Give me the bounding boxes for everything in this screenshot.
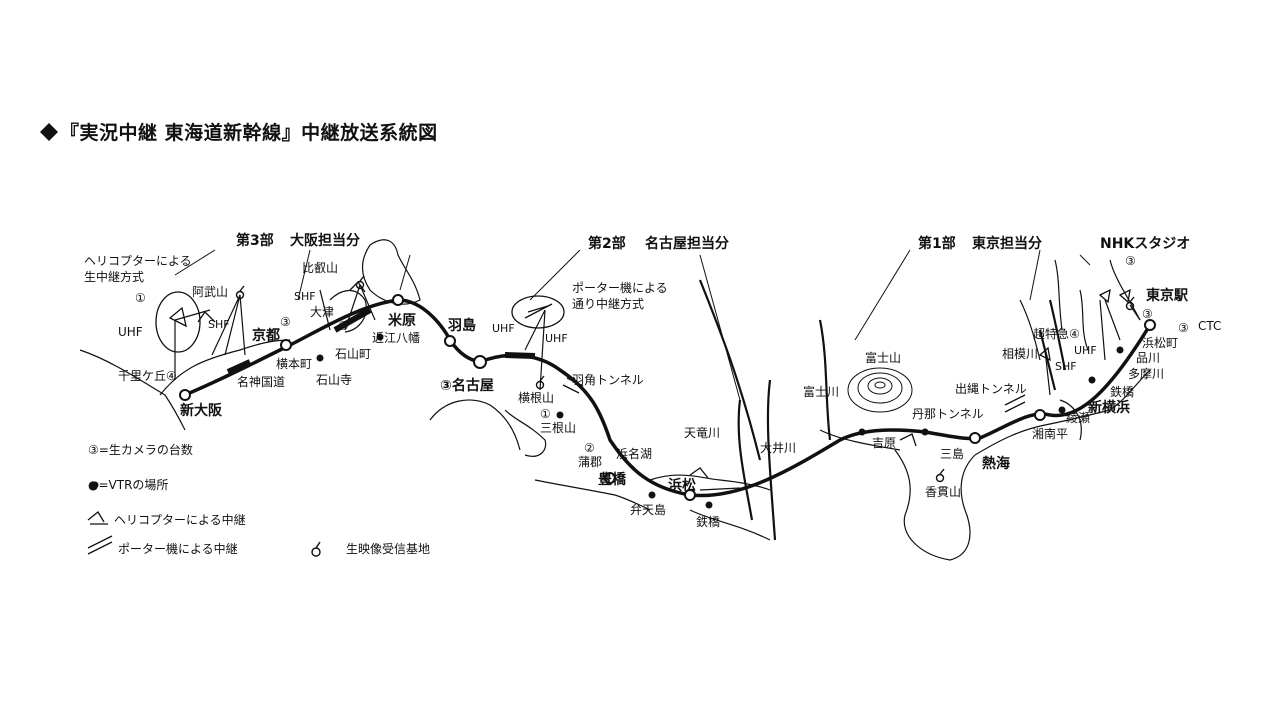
section-part3: 第3部 (236, 232, 274, 249)
place-tekkyo-1: 鉄橋 (696, 514, 720, 529)
place-otsu: 大津 (310, 305, 334, 319)
signal-uhf-4: UHF (1074, 344, 1097, 357)
helicopter-icon (87, 511, 108, 525)
place-ayase: 綾瀬 (1066, 410, 1090, 425)
signal-shf-1: SHF (208, 318, 230, 331)
note-porter-2: 通り中継方式 (572, 296, 644, 311)
signal-uhf-1: UHF (118, 325, 143, 339)
place-sanne: 三根山 (540, 421, 576, 435)
station-toyohashi: 豊橋 (598, 471, 627, 488)
title-text: 『実況中継 東海道新幹線』中継放送系統図 (60, 122, 438, 144)
place-hieizan: 比叡山 (302, 260, 338, 275)
signal-shf-2: SHF (294, 290, 316, 303)
station-shin-yokohama: 新横浜 (1088, 399, 1130, 416)
station-hashima: 羽島 (448, 317, 476, 334)
vtr-dots (91, 333, 1124, 509)
signal-shf-3: SHF (1055, 360, 1077, 373)
note-porter-1: ポーター機による (572, 280, 668, 295)
place-yokomoto: 横本町 (276, 357, 312, 371)
section-osaka: 大阪担当分 (290, 232, 360, 249)
place-meishin: 名神国道 (237, 374, 285, 389)
nhk-camera-count: ③ (1125, 254, 1136, 268)
place-tekkyo-2: 鉄橋 (1110, 384, 1134, 399)
place-hamamatsucho: 浜松町 (1142, 336, 1178, 350)
legend-heli: ヘリコプターによる中継 (114, 512, 246, 527)
legend-camera: ③=生カメラの台数 (88, 442, 193, 457)
place-mishima: 三島 (940, 446, 964, 461)
place-sagami: 相模川 (1002, 347, 1038, 361)
place-ishiyama-cho: 石山町 (335, 347, 371, 361)
signal-uhf-2: UHF (492, 322, 515, 335)
note-heli-live-1: ヘリコプターによる (84, 254, 192, 268)
place-ishiyama-dera: 石山寺 (316, 373, 352, 387)
place-abuzan: 阿武山 (192, 285, 228, 299)
section-part2: 第2部 (588, 235, 626, 252)
vtr-segments (226, 307, 536, 375)
place-fuji-river: 富士川 (803, 384, 839, 399)
place-kamagori: 蒲郡 (578, 455, 602, 469)
place-mt-fuji: 富士山 (865, 350, 901, 365)
station-markers (179, 294, 1156, 501)
section-nagoya: 名古屋担当分 (645, 235, 729, 252)
place-yoshiwara: 吉原 (872, 436, 896, 450)
receive-base-icon (311, 541, 321, 557)
count-kyoto: ③ (280, 315, 291, 329)
station-maibara: 米原 (388, 312, 416, 329)
station-atami: 熱海 (982, 455, 1010, 472)
place-omi-hachiman: 近江八幡 (372, 330, 420, 345)
mt-fuji-contours (847, 367, 913, 413)
coastlines (79, 239, 1151, 561)
count-abuzan: ① (135, 291, 146, 305)
legend: ③=生カメラの台数 ●=VTRの場所 ヘリコプターによる中継 ポーター機による中… (87, 442, 430, 557)
place-hamanako: 浜名湖 (616, 446, 652, 461)
place-tama: 多摩川 (1128, 366, 1164, 381)
legend-vtr: ●=VTRの場所 (88, 478, 168, 492)
diamond-icon (40, 123, 58, 141)
place-ctc: CTC (1198, 319, 1221, 333)
place-tokkyu: 超特急④ (1033, 326, 1080, 341)
place-kozan: 香貫山 (925, 485, 961, 499)
place-bentenjima: 弁天島 (630, 502, 666, 517)
place-izuna-tunnel: 出縄トンネル (955, 381, 1027, 396)
station-hamamatsu: 浜松 (668, 477, 696, 494)
place-hazumi-tunnel: 羽角トンネル (572, 373, 644, 387)
station-nagoya: ③名古屋 (440, 377, 494, 394)
place-tanna-tunnel: 丹那トンネル (912, 407, 984, 421)
place-mine-count: ① (540, 407, 551, 421)
rivers (698, 279, 1067, 541)
place-shinagawa: 品川 (1136, 351, 1160, 365)
legend-base: 生映像受信基地 (346, 542, 430, 556)
place-oi: 大井川 (760, 441, 796, 455)
porter-icon (87, 535, 113, 555)
place-tenryu: 天竜川 (684, 426, 720, 440)
page-title: 『実況中継 東海道新幹線』中継放送系統図 (40, 118, 438, 145)
section-tokyo: 東京担当分 (972, 235, 1042, 252)
relay-arrows (174, 284, 1141, 491)
place-senri: 千里ケ丘④ (118, 369, 177, 383)
count-otsu: ④ (338, 319, 349, 333)
station-tokyo: 東京駅 (1146, 287, 1189, 304)
place-shonan: 湘南平 (1032, 426, 1068, 441)
section-nhk: NHKスタジオ (1100, 236, 1190, 252)
count-ctc: ③ (1178, 321, 1189, 335)
count-tokyo: ③ (1142, 307, 1153, 321)
leader-lines (174, 249, 1091, 401)
station-shin-osaka: 新大阪 (180, 402, 223, 419)
place-yokone: 横根山 (518, 391, 554, 405)
station-kyoto: 京都 (252, 327, 280, 344)
receive-base-markers (235, 275, 1135, 483)
place-kamagori-count: ② (584, 441, 595, 455)
legend-porter: ポーター機による中継 (118, 541, 238, 556)
note-heli-live-2: 生中継方式 (84, 269, 144, 284)
signal-uhf-3: UHF (545, 332, 568, 345)
section-part1: 第1部 (918, 235, 956, 252)
